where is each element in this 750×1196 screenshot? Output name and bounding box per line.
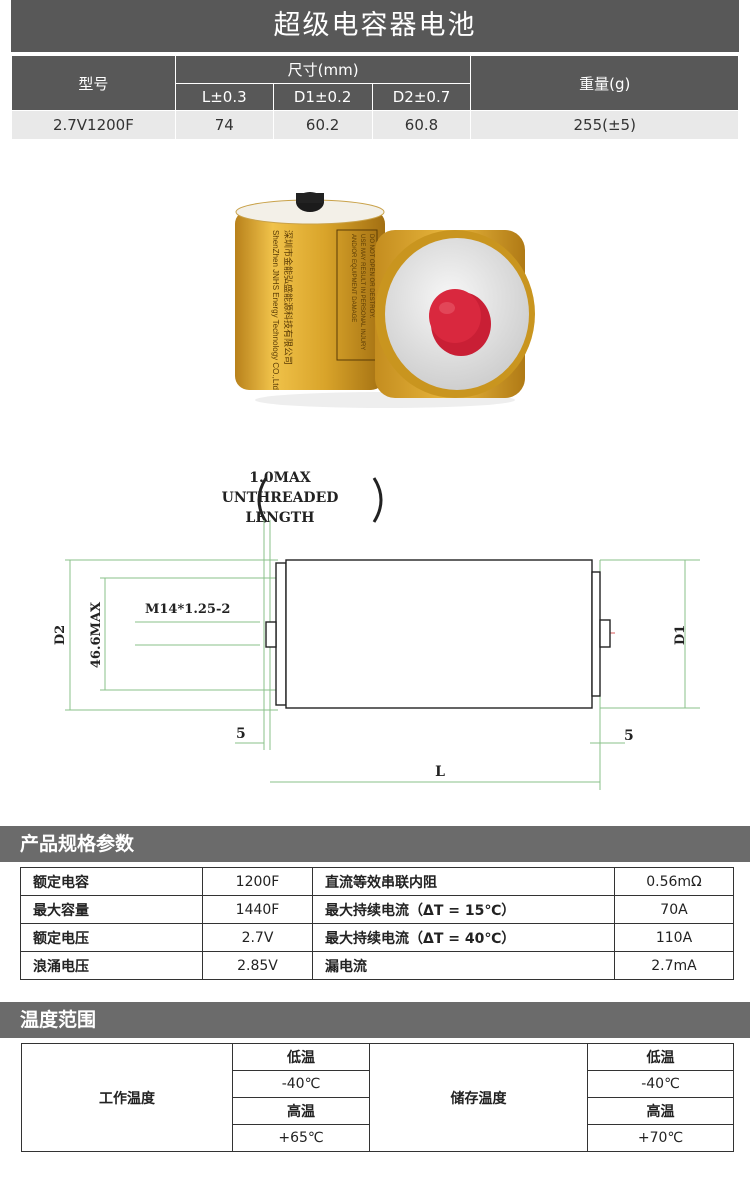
spec-key: 直流等效串联内阻 [312, 867, 615, 896]
spec-value: 2.85V [202, 951, 313, 980]
spec-value: 1200F [202, 867, 313, 896]
svg-text:AND/OR EQUIPMENT DAMAGE: AND/OR EQUIPMENT DAMAGE [350, 234, 356, 322]
storage-high-label: 高温 [587, 1097, 734, 1125]
table-row: 2.7V1200F 74 60.2 60.8 255(±5) [11, 110, 739, 140]
max-dim-label: 46.6MAX [89, 601, 104, 668]
length-label: L [435, 764, 445, 780]
spec-key: 最大容量 [20, 895, 203, 924]
spec-value: 110A [614, 923, 734, 952]
cell-model: 2.7V1200F [11, 110, 176, 140]
note-max: 1.0MAX [249, 470, 311, 486]
header-weight: 重量(g) [470, 55, 739, 111]
svg-text:深圳市金能弘盛能源科技有限公司: 深圳市金能弘盛能源科技有限公司 [283, 230, 294, 365]
header-D1: D1±0.2 [272, 83, 373, 111]
product-photo: 深圳市金能弘盛能源科技有限公司 ShenZhen JNHS Energy Tec… [235, 192, 535, 408]
spec-value: 0.56mΩ [614, 867, 734, 896]
operating-low-value: -40℃ [232, 1070, 370, 1098]
specs-section-title: 产品规格参数 [0, 826, 750, 862]
temp-section-title: 温度范围 [0, 1002, 750, 1038]
cell-D2: 60.8 [371, 110, 472, 140]
cell-L: 74 [174, 110, 274, 140]
operating-high-label: 高温 [232, 1097, 370, 1125]
table-row: 最大容量 1440F 最大持续电流（ΔT = 15℃） 70A [20, 895, 734, 924]
table-row: 浪涌电压 2.85V 漏电流 2.7mA [20, 951, 734, 980]
d1-label: D1 [673, 625, 688, 645]
right-five-label: 5 [624, 728, 634, 744]
operating-high-value: +65℃ [232, 1124, 370, 1152]
cell-weight: 255(±5) [470, 110, 739, 140]
header-D2: D2±0.7 [371, 83, 472, 111]
svg-text:USE MAY RESULT IN PERSONAL INJ: USE MAY RESULT IN PERSONAL INJURY [359, 234, 365, 350]
specs-table: 额定电容 1200F 直流等效串联内阻 0.56mΩ 最大容量 1440F 最大… [20, 867, 734, 980]
note-length: LENGTH [246, 510, 315, 526]
spec-value: 1440F [202, 895, 313, 924]
operating-low-label: 低温 [232, 1043, 370, 1071]
dimension-table: 型号 尺寸(mm) 重量(g) L±0.3 D1±0.2 D2±0.7 2.7V… [11, 55, 739, 140]
d2-label: D2 [53, 625, 68, 645]
storage-low-value: -40℃ [587, 1070, 734, 1098]
storage-temp-label: 储存温度 [369, 1043, 588, 1152]
dimension-drawing: 1.0MAX UNTHREADED LENGTH M14*1.25-2 46.6… [53, 470, 700, 790]
svg-text:ShenZhen JNHS Energy Technolog: ShenZhen JNHS Energy Technology CO.,Ltd [271, 230, 280, 390]
spec-key: 额定电容 [20, 867, 203, 896]
svg-text:DO NOT OPEN OR DESTROY.: DO NOT OPEN OR DESTROY. [368, 234, 374, 318]
spec-value: 2.7V [202, 923, 313, 952]
spec-key: 最大持续电流（ΔT = 15℃） [312, 895, 615, 924]
paren-right [372, 477, 383, 523]
photo-label-text: 深圳市金能弘盛能源科技有限公司 ShenZhen JNHS Energy Tec… [271, 230, 294, 390]
storage-high-value: +70℃ [587, 1124, 734, 1152]
table-row: 额定电压 2.7V 最大持续电流（ΔT = 40℃） 110A [20, 923, 734, 952]
paren-left [257, 477, 268, 523]
spec-key: 浪涌电压 [20, 951, 203, 980]
spec-value: 70A [614, 895, 734, 924]
page-title: 超级电容器电池 [11, 0, 739, 52]
table-row: 额定电容 1200F 直流等效串联内阻 0.56mΩ [20, 867, 734, 896]
photo-warning-text: DO NOT OPEN OR DESTROY. USE MAY RESULT I… [350, 234, 374, 350]
temperature-table: 工作温度 低温 储存温度 低温 -40℃ -40℃ 高温 高温 +65℃ +70… [21, 1043, 734, 1152]
note-unthreaded: UNTHREADED [222, 490, 339, 506]
spec-value: 2.7mA [614, 951, 734, 980]
operating-temp-label: 工作温度 [21, 1043, 233, 1152]
cell-D1: 60.2 [272, 110, 373, 140]
header-model: 型号 [11, 55, 176, 111]
thread-label: M14*1.25-2 [145, 602, 230, 617]
left-five-label: 5 [236, 726, 246, 742]
storage-low-label: 低温 [587, 1043, 734, 1071]
spec-key: 漏电流 [312, 951, 615, 980]
spec-key: 额定电压 [20, 923, 203, 952]
spec-key: 最大持续电流（ΔT = 40℃） [312, 923, 615, 952]
header-L: L±0.3 [174, 83, 274, 111]
header-size: 尺寸(mm) [174, 55, 472, 84]
